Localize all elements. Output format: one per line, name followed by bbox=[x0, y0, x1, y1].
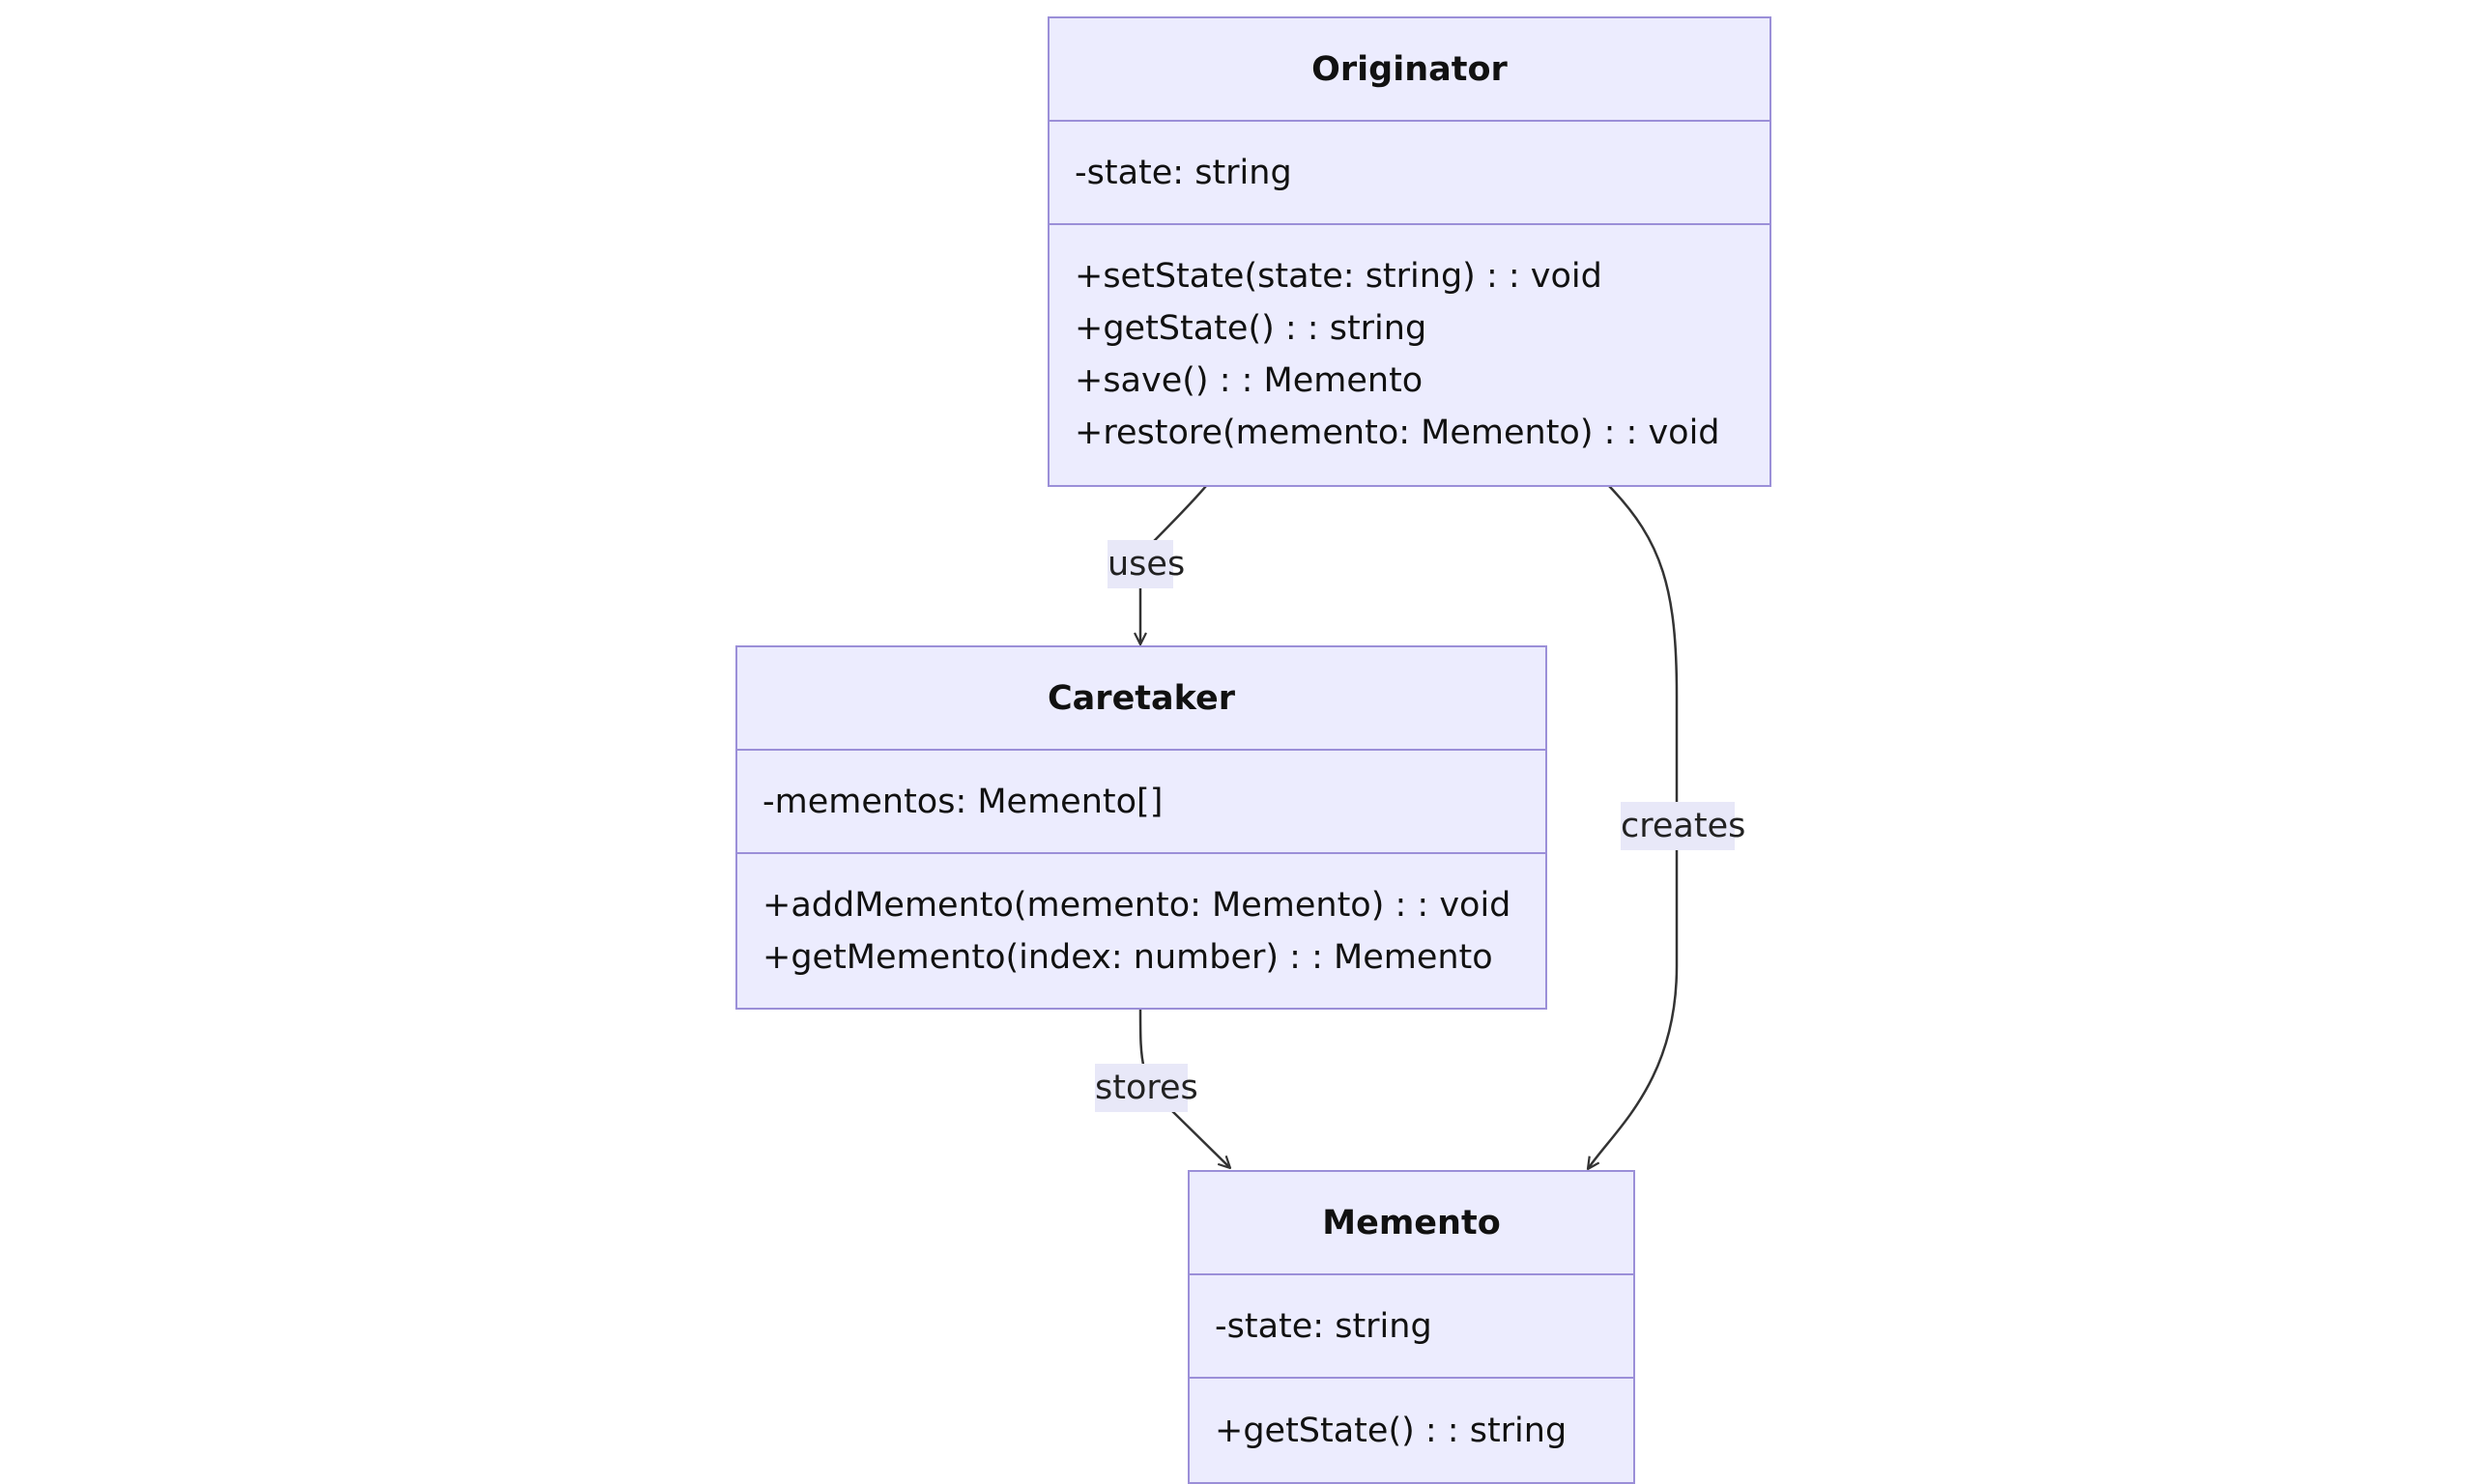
method: +getState() : : string bbox=[1215, 1411, 1568, 1450]
class-caretaker: Caretaker -mementos: Memento[] +addMemen… bbox=[735, 645, 1547, 1010]
class-name: Memento bbox=[1190, 1172, 1633, 1275]
method: +getMemento(index: number) : : Memento bbox=[762, 938, 1493, 977]
edge-label-stores: stores bbox=[1095, 1064, 1198, 1112]
class-memento: Memento -state: string +getState() : : s… bbox=[1188, 1170, 1635, 1484]
class-originator: Originator -state: string +setState(stat… bbox=[1048, 16, 1771, 487]
class-attributes: -mementos: Memento[] bbox=[737, 751, 1545, 854]
class-methods: +getState() : : string bbox=[1190, 1379, 1633, 1482]
class-methods: +addMemento(memento: Memento) : : void +… bbox=[737, 854, 1545, 984]
method: +addMemento(memento: Memento) : : void bbox=[762, 886, 1511, 925]
class-name: Caretaker bbox=[737, 647, 1545, 751]
method: +restore(memento: Memento) : : void bbox=[1075, 414, 1720, 452]
attribute: -state: string bbox=[1215, 1306, 1432, 1346]
method: +getState() : : string bbox=[1075, 309, 1427, 348]
attribute: -mementos: Memento[] bbox=[762, 782, 1164, 821]
edge-label-uses: uses bbox=[1108, 540, 1185, 588]
attribute: -state: string bbox=[1075, 153, 1292, 192]
method: +save() : : Memento bbox=[1075, 361, 1424, 400]
class-attributes: -state: string bbox=[1190, 1275, 1633, 1379]
class-name: Originator bbox=[1050, 18, 1769, 122]
edge-label-creates: creates bbox=[1621, 802, 1745, 850]
method: +setState(state: string) : : void bbox=[1075, 257, 1602, 296]
class-attributes: -state: string bbox=[1050, 122, 1769, 225]
class-methods: +setState(state: string) : : void +getSt… bbox=[1050, 225, 1769, 459]
